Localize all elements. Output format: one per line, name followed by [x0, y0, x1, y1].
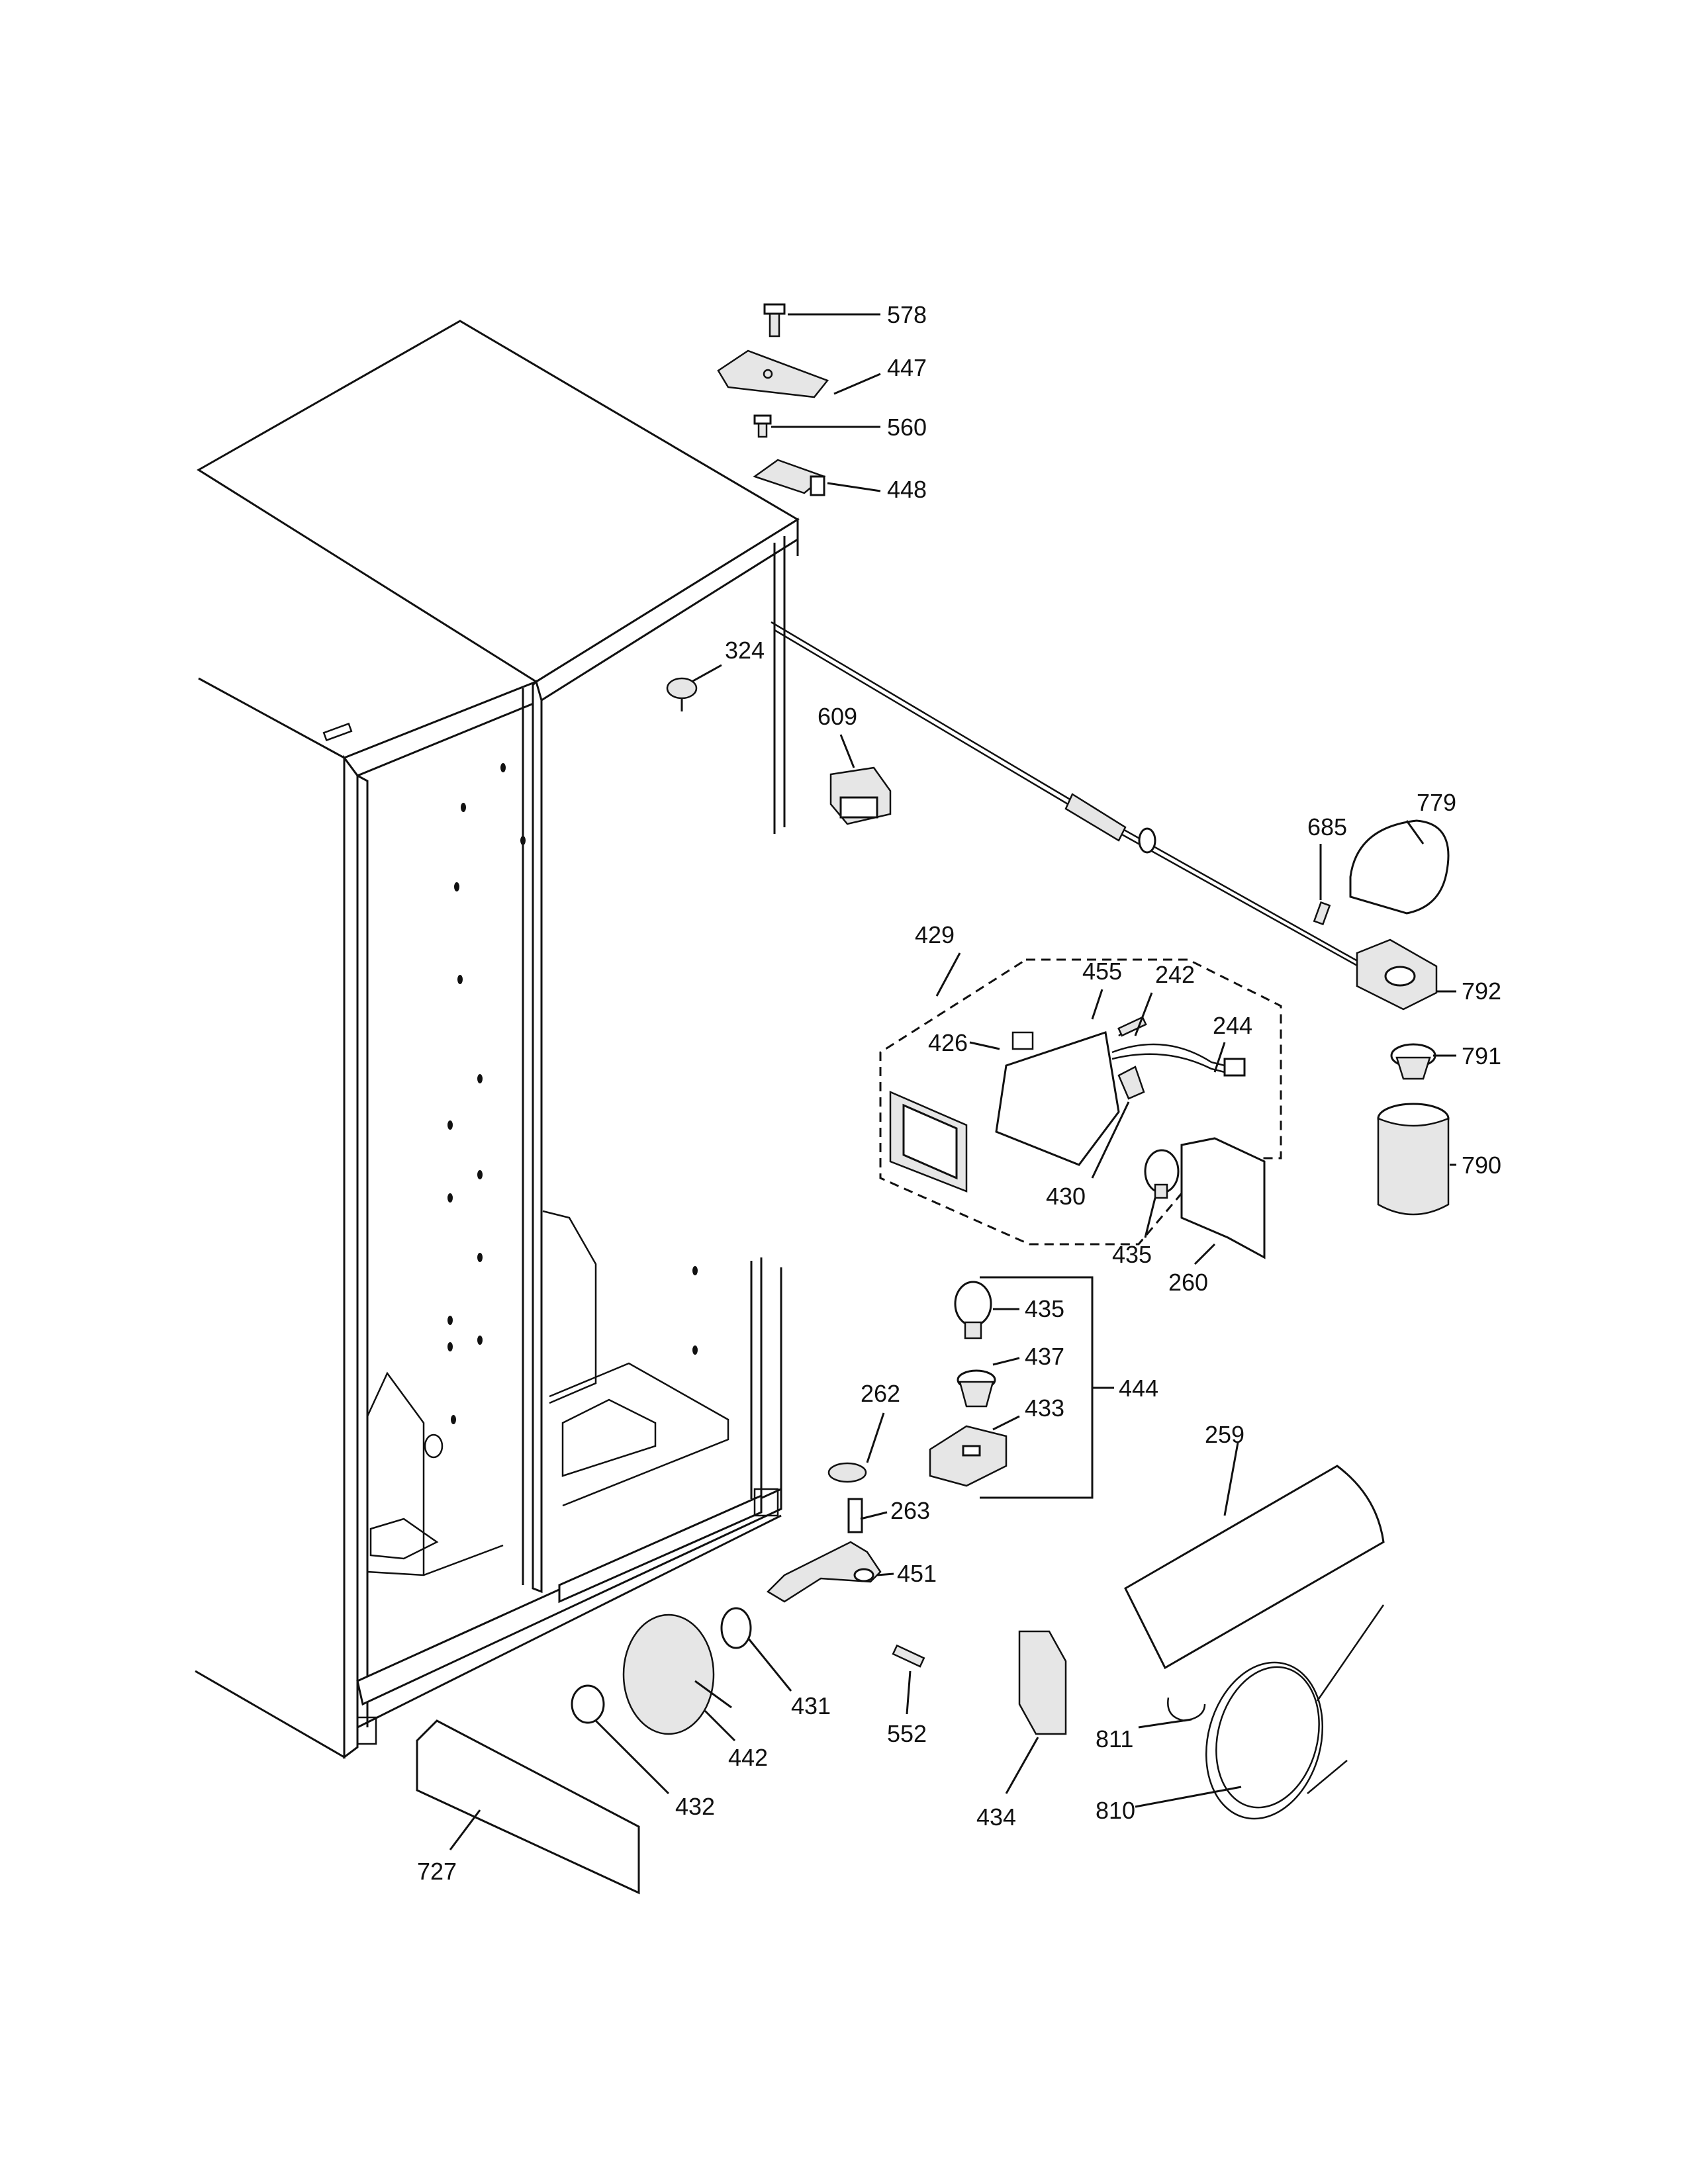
part-426-housing [889, 1031, 1120, 1193]
part-435-bulb-upper [1144, 1149, 1180, 1199]
part-451-hinge-bracket [766, 1541, 882, 1603]
part-429-dispenser-assembly [879, 958, 1282, 1246]
callout-432: 432 [675, 1793, 715, 1820]
callout-435-lower: 435 [1025, 1295, 1064, 1322]
callout-448: 448 [887, 476, 927, 503]
callout-552: 552 [887, 1720, 927, 1747]
callout-434: 434 [976, 1803, 1016, 1831]
part-560-screw [753, 414, 772, 438]
callout-779: 779 [1417, 789, 1456, 816]
part-578-screw [763, 303, 786, 338]
part-779-cover [1349, 819, 1450, 915]
part-609-relay [829, 766, 892, 825]
callout-791: 791 [1462, 1042, 1501, 1069]
part-437-socket [957, 1369, 996, 1408]
callout-811: 811 [1096, 1725, 1133, 1752]
part-431-bushing [720, 1607, 752, 1649]
part-791-cap [1390, 1043, 1436, 1080]
callout-437: 437 [1025, 1343, 1064, 1370]
part-433-switch-housing [929, 1425, 1008, 1487]
part-434-grille [1018, 1630, 1067, 1735]
part-727-kickplate [416, 1719, 640, 1895]
callout-578: 578 [887, 301, 927, 328]
callout-426: 426 [928, 1029, 968, 1056]
callout-444: 444 [1119, 1375, 1158, 1402]
callout-790: 790 [1462, 1152, 1501, 1179]
callout-259: 259 [1205, 1421, 1244, 1448]
callout-244: 244 [1213, 1012, 1252, 1039]
part-262-cam [827, 1462, 867, 1483]
part-442-motor [622, 1614, 732, 1735]
part-259-duct-cover [1124, 1465, 1385, 1670]
callout-560: 560 [887, 414, 927, 441]
part-792-bracket [1356, 938, 1438, 1011]
callout-435-upper: 435 [1112, 1241, 1152, 1268]
part-455-242-244-wires [1111, 1016, 1246, 1077]
callout-810: 810 [1096, 1797, 1135, 1824]
callout-451: 451 [897, 1560, 937, 1587]
callout-431: 431 [791, 1692, 831, 1719]
part-447-hinge-cover [717, 349, 829, 398]
callout-727: 727 [417, 1858, 457, 1885]
part-552-screw [892, 1644, 925, 1668]
part-790-filter [1377, 1103, 1450, 1216]
callout-262: 262 [861, 1380, 900, 1407]
callout-442: 442 [728, 1744, 768, 1771]
callout-labels: 578 447 560 448 324 609 685 779 792 429 … [417, 301, 1501, 1885]
callout-433: 433 [1025, 1394, 1064, 1422]
callout-242: 242 [1155, 961, 1195, 988]
part-810-tubing [1205, 1604, 1385, 1820]
part-448-hinge [753, 459, 826, 496]
callout-792: 792 [1462, 978, 1501, 1005]
callout-455: 455 [1082, 958, 1122, 985]
callout-260: 260 [1168, 1269, 1208, 1296]
callout-609: 609 [818, 703, 857, 730]
part-811-clip [1167, 1697, 1206, 1722]
callout-324: 324 [725, 637, 765, 664]
callout-447: 447 [887, 354, 927, 381]
part-324-plug-button [666, 677, 698, 711]
callout-685: 685 [1307, 813, 1347, 841]
part-432-spacer [571, 1684, 605, 1724]
callout-429: 429 [915, 921, 955, 948]
part-260-light-shield [1180, 1137, 1266, 1259]
callout-430: 430 [1046, 1183, 1086, 1210]
part-263-pin [847, 1498, 863, 1533]
wire-harness [771, 621, 1371, 974]
refrigerator-cabinet [195, 320, 800, 1759]
part-444-lamp-assembly [980, 1276, 1114, 1499]
part-430-switch [1117, 1066, 1145, 1100]
callout-263: 263 [890, 1497, 930, 1524]
part-435-bulb-lower [954, 1281, 992, 1340]
leader-lines [449, 313, 1456, 1850]
part-685-screw [1313, 901, 1331, 926]
